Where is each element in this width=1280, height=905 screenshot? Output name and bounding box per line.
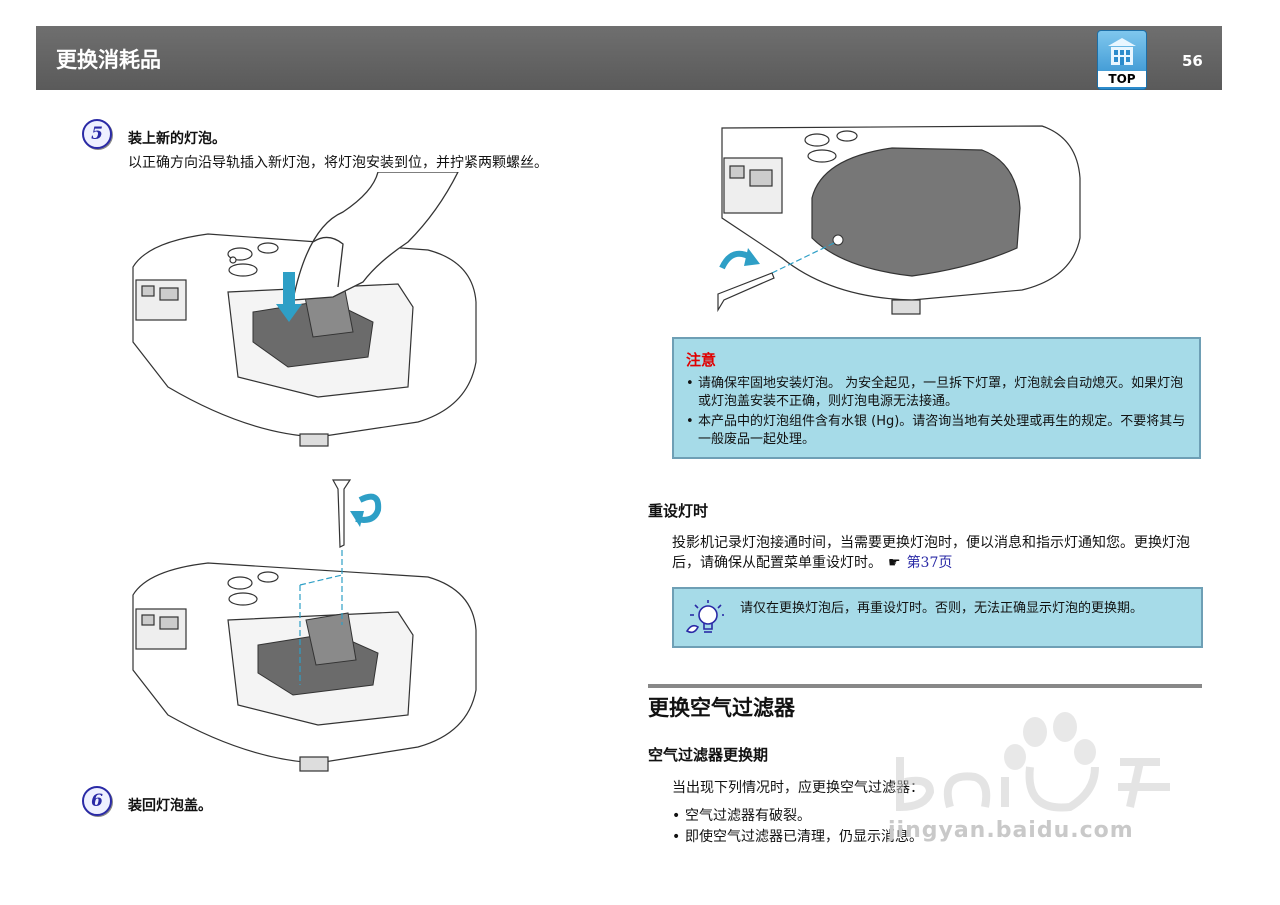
reset-heading: 重设灯时 — [648, 502, 709, 520]
filter-heading: 更换空气过滤器 — [648, 696, 795, 720]
caution-list: 请确保牢固地安装灯泡。 为安全起见，一旦拆下灯罩，灯泡就会自动熄灭。如果灯泡或灯… — [684, 375, 1192, 451]
section-divider — [648, 684, 1202, 688]
caution-title: 注意 — [686, 351, 717, 369]
caution-box: 注意 请确保牢固地安装灯泡。 为安全起见，一旦拆下灯罩，灯泡就会自动熄灭。如果灯… — [672, 337, 1201, 459]
caution-item: 请确保牢固地安装灯泡。 为安全起见，一旦拆下灯罩，灯泡就会自动熄灭。如果灯泡或灯… — [684, 375, 1192, 411]
filter-bullet: 空气过滤器有破裂。 — [672, 806, 923, 827]
page-header: 更换消耗品 TOP 56 — [36, 26, 1222, 90]
reset-text: 投影机记录灯泡接通时间，当需要更换灯泡时，便以消息和指示灯通知您。更换灯泡后，请… — [672, 533, 1202, 573]
step6-title: 装回灯泡盖。 — [128, 798, 212, 814]
lamp-cover-illustration — [717, 125, 1081, 315]
watermark-url: jingyan.baidu.com — [888, 818, 1134, 843]
pointer-hand-icon: ☛ — [888, 555, 901, 571]
filter-bullet-list: 空气过滤器有破裂。 即使空气过滤器已清理，仍显示消息。 — [672, 806, 923, 848]
page-title: 更换消耗品 — [56, 48, 161, 72]
caution-item: 本产品中的灯泡组件含有水银 (Hg)。请咨询当地有关处理或再生的规定。不要将其与… — [684, 413, 1192, 449]
top-button[interactable]: TOP — [1097, 30, 1147, 90]
step5-title: 装上新的灯泡。 — [128, 131, 226, 147]
reset-paragraph: 投影机记录灯泡接通时间，当需要更换灯泡时，便以消息和指示灯通知您。更换灯泡后，请… — [672, 535, 1190, 571]
step5-text: 以正确方向沿导轨插入新灯泡，将灯泡安装到位，并拧紧两颗螺丝。 — [128, 155, 548, 171]
screw-tighten-illustration — [132, 479, 477, 772]
page-reference-link[interactable]: 第37页 — [906, 555, 953, 571]
step-number-5: 5 — [82, 119, 112, 149]
filter-subheading: 空气过滤器更换期 — [648, 746, 769, 764]
top-button-label: TOP — [1098, 71, 1146, 87]
lamp-insert-illustration — [132, 172, 477, 447]
filter-intro: 当出现下列情况时，应更换空气过滤器： — [672, 780, 924, 796]
filter-bullet: 即使空气过滤器已清理，仍显示消息。 — [672, 827, 923, 848]
step-number-6: 6 — [82, 786, 112, 816]
building-icon — [1108, 38, 1136, 65]
lightbulb-tip-icon — [685, 600, 724, 634]
page-number: 56 — [1182, 52, 1203, 70]
tip-box: 请仅在更换灯泡后，再重设灯时。否则，无法正确显示灯泡的更换期。 — [672, 587, 1203, 648]
baidu-watermark-logo — [896, 712, 1170, 812]
tip-text: 请仅在更换灯泡后，再重设灯时。否则，无法正确显示灯泡的更换期。 — [740, 601, 1144, 616]
